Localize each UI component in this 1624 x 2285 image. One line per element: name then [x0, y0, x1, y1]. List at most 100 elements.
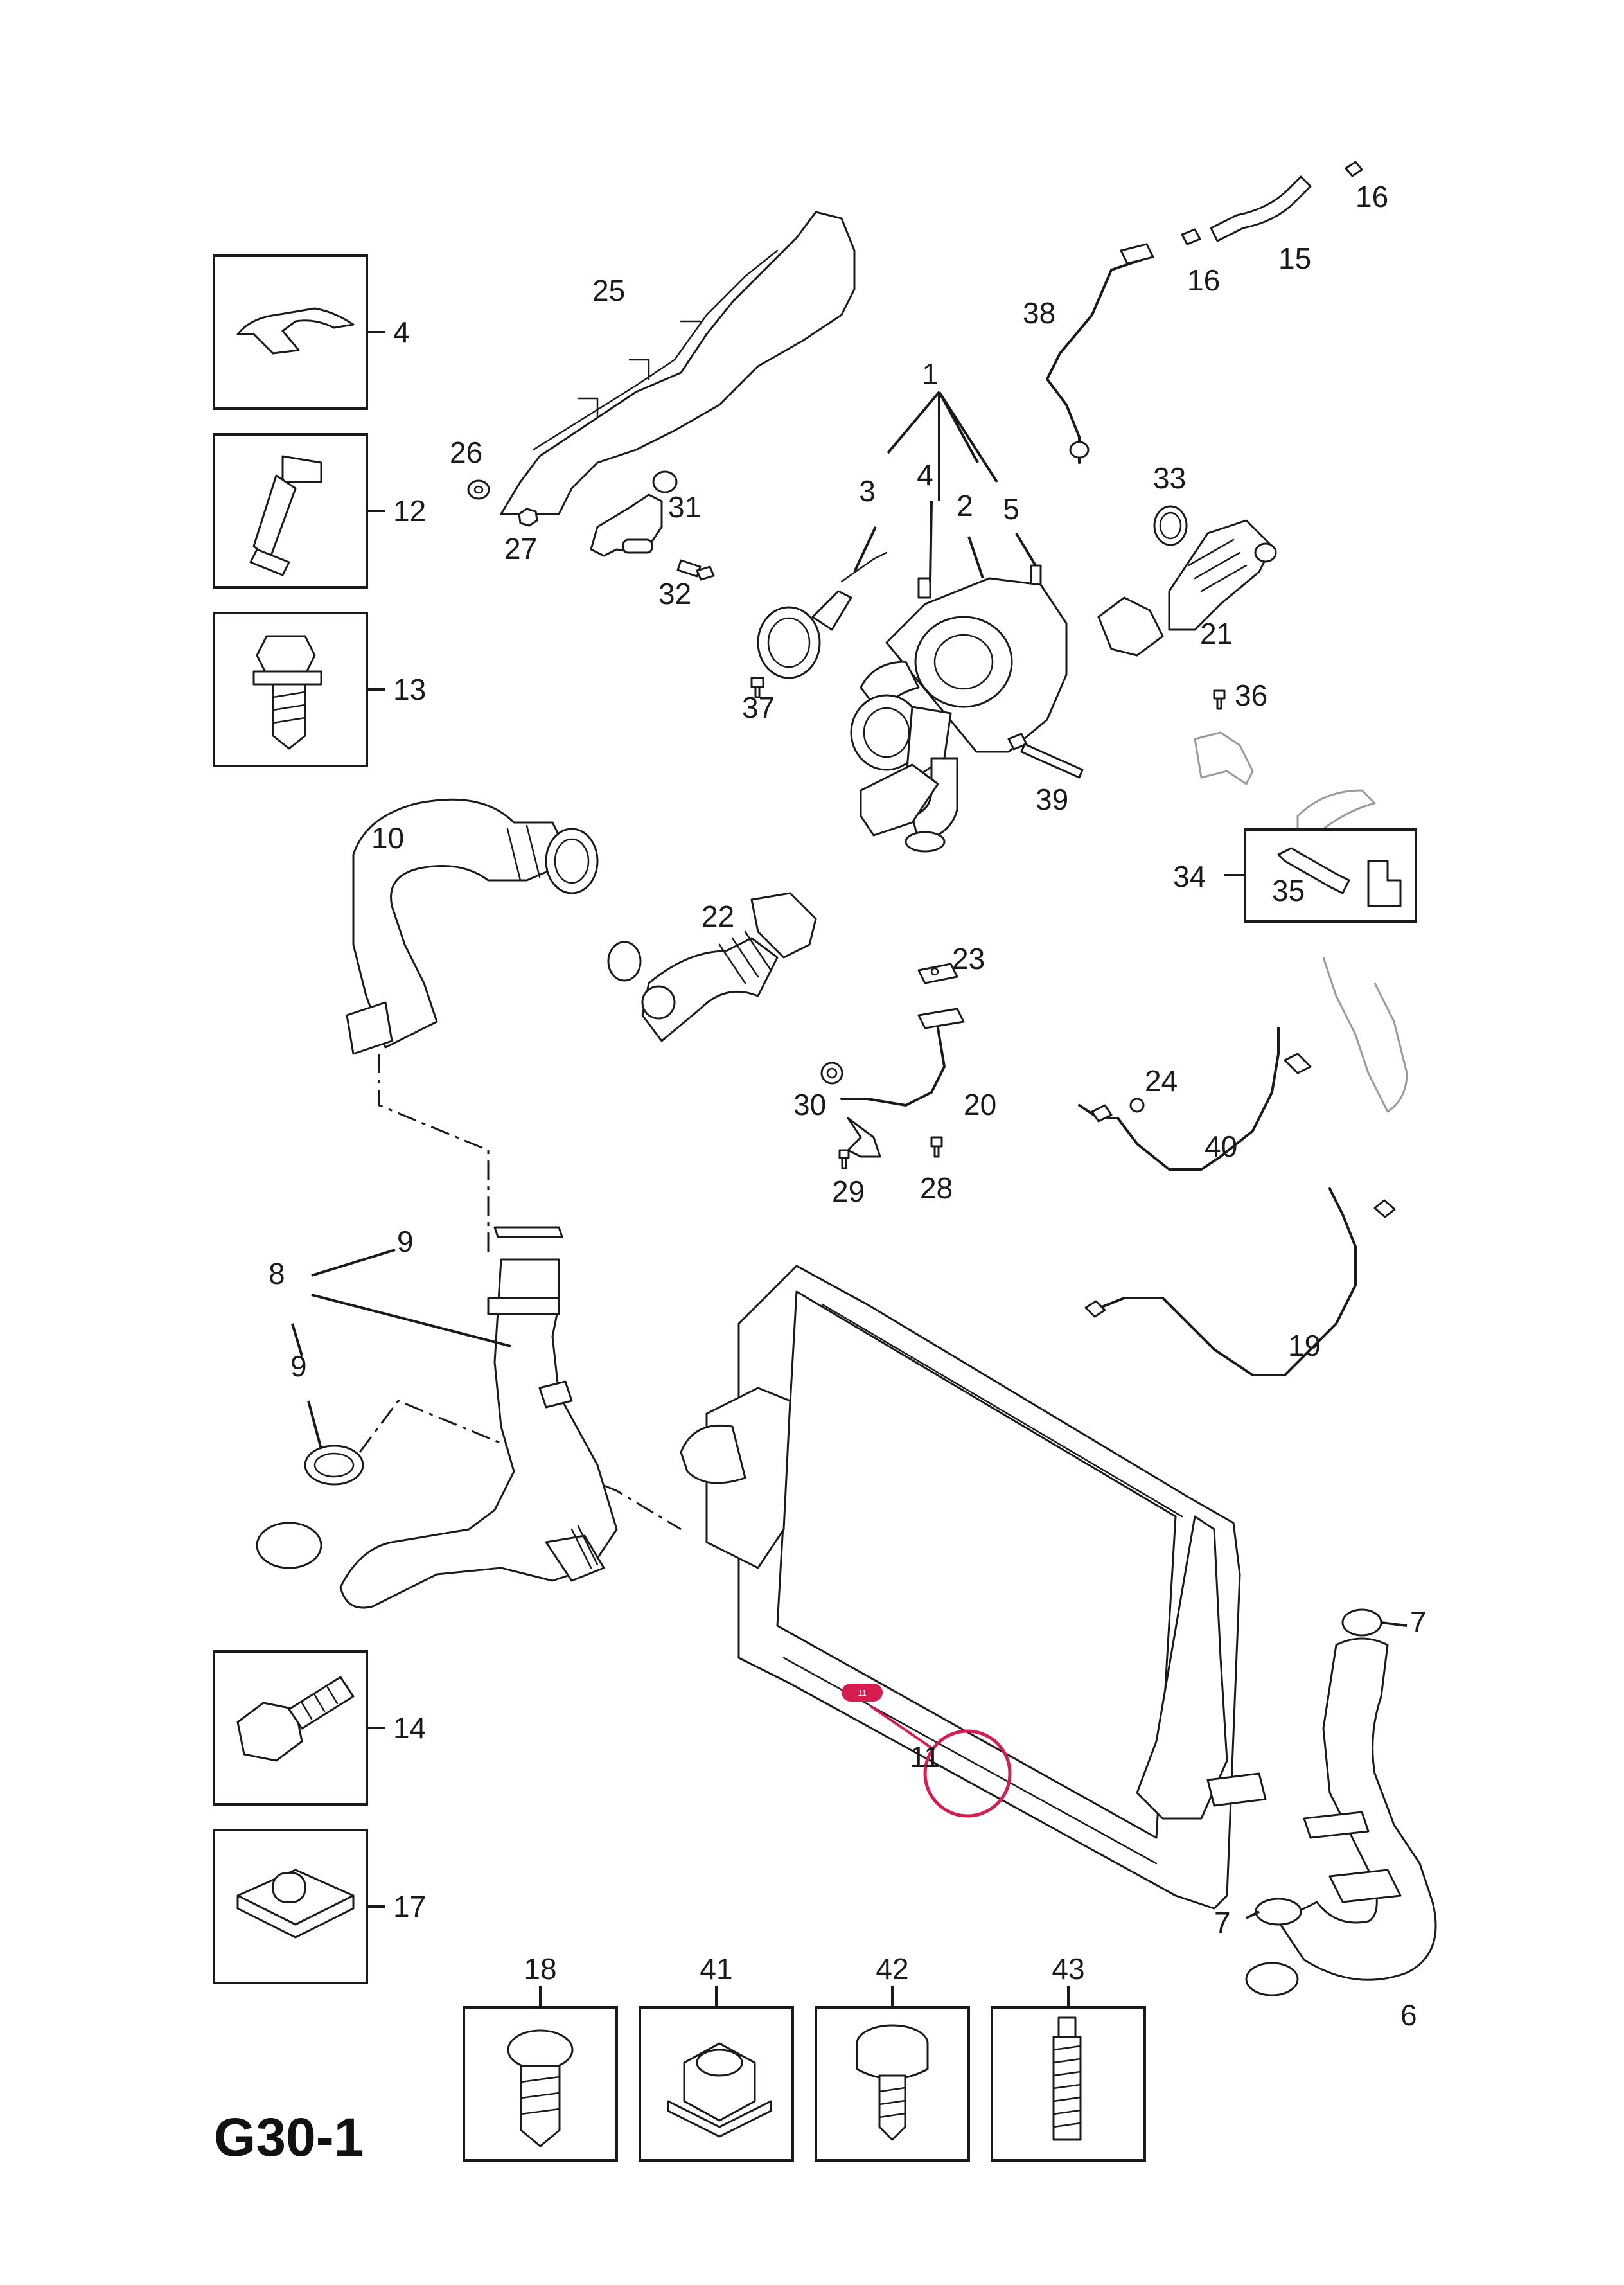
label-4-turbo: 4: [917, 458, 933, 492]
detail-box-41[interactable]: [639, 1986, 794, 2162]
label-9-lower: 9: [290, 1349, 307, 1383]
label-16-upper: 16: [1355, 180, 1388, 213]
label-27: 27: [504, 532, 537, 565]
label-35: 35: [1272, 874, 1305, 907]
hose-15[interactable]: [1210, 175, 1312, 242]
oil-pipe-38[interactable]: [1046, 243, 1154, 464]
label-7-upper: 7: [1410, 1605, 1427, 1639]
detail-box-14[interactable]: [213, 1650, 385, 1806]
connector-10-to-8: [378, 1054, 490, 1253]
bolt-29[interactable]: [838, 1149, 850, 1169]
pipe-21[interactable]: [1097, 519, 1277, 657]
label-25: 25: [592, 274, 625, 307]
charge-pipe-6[interactable]: [1245, 1637, 1437, 1996]
clamp-16-lower[interactable]: [1181, 228, 1201, 245]
detail-box-17[interactable]: [213, 1829, 385, 1984]
bolt-28[interactable]: [930, 1136, 943, 1158]
label-28: 28: [920, 1171, 953, 1205]
pipe-22[interactable]: [607, 892, 817, 1042]
pipe-20[interactable]: [840, 1008, 965, 1158]
label-15: 15: [1278, 242, 1311, 275]
bolt-36[interactable]: [1213, 689, 1226, 710]
detail-box-34[interactable]: [1224, 828, 1417, 923]
label-21: 21: [1200, 617, 1233, 650]
clamp-9-lower[interactable]: [304, 1445, 364, 1486]
label-10: 10: [371, 821, 404, 855]
charge-pipe-10[interactable]: [346, 798, 599, 1055]
label-40: 40: [1205, 1130, 1237, 1163]
washer-24[interactable]: [1129, 1098, 1145, 1113]
label-12: 12: [393, 494, 426, 528]
label-22: 22: [702, 900, 734, 933]
label-41: 41: [700, 1952, 732, 1986]
clamp-16-upper[interactable]: [1345, 161, 1363, 177]
label-18: 18: [524, 1952, 556, 1986]
bolt-37[interactable]: [750, 677, 764, 698]
part-labels: 4 12 13 14 17 18 41 42 43 25 26 27 31 32…: [269, 180, 1427, 2032]
label-26: 26: [450, 436, 482, 469]
grommet-30[interactable]: [820, 1062, 843, 1085]
detail-box-43[interactable]: [991, 1986, 1146, 2162]
label-23: 23: [952, 942, 985, 975]
part-11-badge[interactable]: 11: [842, 1684, 883, 1702]
washer-26[interactable]: [467, 479, 490, 500]
label-16-lower: 16: [1187, 263, 1220, 297]
label-17: 17: [393, 1890, 426, 1923]
label-33: 33: [1153, 461, 1186, 495]
detail-box-18[interactable]: [463, 1986, 618, 2162]
clamp-7-lower[interactable]: [1255, 1898, 1302, 1926]
label-13: 13: [393, 673, 426, 706]
detail-box-12[interactable]: [213, 433, 385, 589]
label-39: 39: [1036, 783, 1068, 816]
label-29: 29: [832, 1175, 865, 1208]
label-8: 8: [269, 1257, 285, 1290]
label-20: 20: [964, 1088, 996, 1121]
label-19: 19: [1288, 1329, 1321, 1362]
label-7-lower: 7: [1214, 1906, 1231, 1939]
bolt-39[interactable]: [1007, 733, 1084, 779]
label-6: 6: [1400, 1998, 1417, 2032]
diagram-title: G30-1: [214, 2107, 364, 2167]
label-34: 34: [1173, 860, 1206, 893]
label-3: 3: [859, 474, 876, 508]
detail-box-4[interactable]: [213, 254, 385, 410]
label-4-box: 4: [393, 316, 410, 349]
clamp-7-upper[interactable]: [1341, 1608, 1382, 1637]
nut-27[interactable]: [518, 508, 538, 527]
ghost-bracket: [1194, 731, 1408, 1113]
label-5: 5: [1003, 492, 1019, 526]
label-9-upper: 9: [397, 1225, 414, 1258]
detail-box-13[interactable]: [213, 612, 385, 767]
o-ring-33[interactable]: [1153, 505, 1188, 546]
turbocharger-2[interactable]: [850, 577, 1068, 853]
label-36: 36: [1235, 679, 1267, 712]
label-2: 2: [957, 489, 973, 522]
leader-lines: [291, 391, 1408, 1919]
label-31: 31: [668, 490, 701, 524]
label-43: 43: [1052, 1952, 1084, 1986]
label-42: 42: [876, 1952, 908, 1986]
label-37: 37: [742, 691, 775, 724]
bolt-32[interactable]: [676, 559, 715, 581]
detail-box-42[interactable]: [815, 1986, 970, 2162]
label-1: 1: [922, 357, 939, 391]
clamp-9-upper[interactable]: [493, 1226, 563, 1238]
turbo-actuator-3[interactable]: [757, 551, 888, 679]
label-32: 32: [658, 577, 691, 610]
label-30: 30: [793, 1088, 826, 1121]
label-38: 38: [1023, 296, 1055, 330]
label-24: 24: [1145, 1064, 1178, 1098]
turbo-bolt-4[interactable]: [917, 577, 931, 599]
bracket-31[interactable]: [590, 470, 678, 557]
pipe-40[interactable]: [1078, 1027, 1312, 1171]
gasket-23[interactable]: [917, 963, 958, 984]
charge-pipe-8[interactable]: [256, 1258, 618, 1609]
heat-shield[interactable]: [500, 211, 856, 515]
badge-label: 11: [858, 1688, 867, 1698]
label-11: 11: [910, 1740, 940, 1774]
intercooler-highlight-circle[interactable]: [869, 1705, 1012, 1818]
label-14: 14: [393, 1711, 426, 1745]
pipe-19[interactable]: [1084, 1187, 1396, 1376]
intercooler-11[interactable]: [680, 1265, 1267, 1910]
